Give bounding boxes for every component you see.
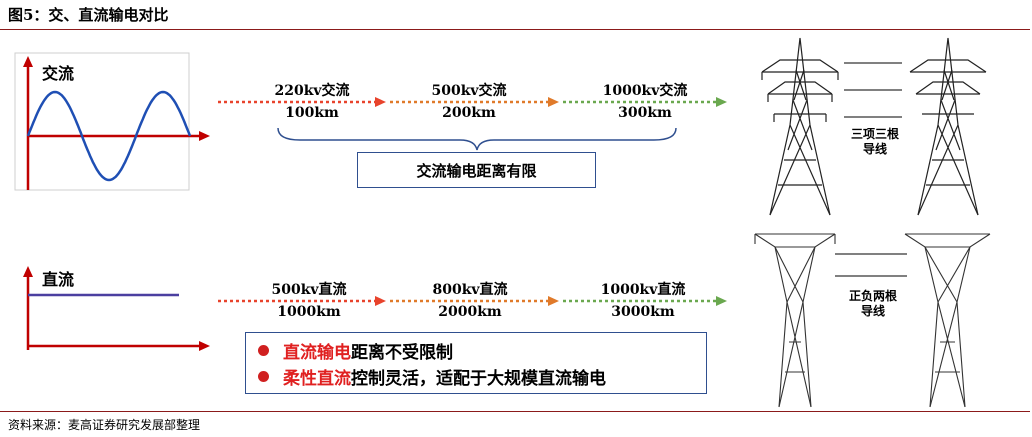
dc-tower-label-line2: 导线 xyxy=(860,304,885,318)
dc-tower-right-bg xyxy=(895,222,1005,410)
ac-panel-frame xyxy=(14,52,190,191)
dc-stage-2-distance: 2000km xyxy=(438,304,502,320)
dc-waveform xyxy=(23,266,210,351)
sine-wave xyxy=(26,90,192,182)
dc-stage-2: 800kv直流 2000km xyxy=(410,279,530,323)
dc-bullet-2-highlight: 柔性直流 xyxy=(283,368,351,389)
bullet-dot-icon xyxy=(258,370,269,382)
dc-features-box: 直流输电 距离不受限制 柔性直流 控制灵活，适配于大规模直流输电 xyxy=(245,332,707,394)
ac-tower-label-line2: 导线 xyxy=(862,142,887,156)
ac-tower-label-line1: 三项三根 xyxy=(850,127,899,141)
ac-stage-1: 220kv交流 100km xyxy=(252,80,372,124)
ac-stage-3: 1000kv交流 300km xyxy=(580,80,710,124)
ac-arrow-1-head xyxy=(375,97,386,107)
ac-waveform-panel xyxy=(14,52,210,191)
ac-stage-2-voltage: 500kv交流 xyxy=(431,83,507,99)
dc-bullet-1: 直流输电 距离不受限制 xyxy=(258,337,706,363)
ac-tower-photo xyxy=(740,30,1005,220)
dc-stage-1-distance: 1000km xyxy=(277,304,341,320)
ac-tower-right-icon xyxy=(909,37,987,216)
dc-x-axis-arrowhead xyxy=(199,341,210,351)
ac-tower-label: 三项三根 导线 xyxy=(840,127,910,157)
title-rule xyxy=(0,29,1030,30)
ac-conclusion-box: 交流输电距离有限 xyxy=(357,152,596,188)
ac-stage-3-voltage: 1000kv交流 xyxy=(602,83,688,99)
ac-tower-left-icon xyxy=(761,37,839,216)
dc-arrow-2-head xyxy=(548,296,559,306)
dc-arrow-chain xyxy=(218,296,727,306)
dc-stage-2-voltage: 800kv直流 xyxy=(432,282,508,298)
dc-bullet-1-text: 距离不受限制 xyxy=(351,342,453,363)
source-note: 资料来源：麦高证券研究发展部整理 xyxy=(8,418,201,432)
source-rule xyxy=(0,411,1030,412)
dc-tower-photo xyxy=(745,222,1005,410)
ac-conclusion-text: 交流输电距离有限 xyxy=(416,161,537,180)
ac-arrow-2-head xyxy=(548,97,559,107)
ac-stage-2-distance: 200km xyxy=(442,105,496,121)
curly-brace xyxy=(277,127,677,151)
dc-arrow-3-head xyxy=(716,296,727,306)
ac-stage-3-distance: 300km xyxy=(618,105,672,121)
ac-stage-1-distance: 100km xyxy=(285,105,339,121)
ac-label: 交流 xyxy=(42,64,75,83)
ac-brace xyxy=(277,127,677,151)
dc-tower-label-line1: 正负两根 xyxy=(848,289,897,303)
bullet-dot-icon xyxy=(258,344,269,356)
dc-label: 直流 xyxy=(42,270,75,289)
ac-stage-1-voltage: 220kv交流 xyxy=(274,83,350,99)
dc-tower-left-bg xyxy=(745,222,845,410)
dc-bullet-2-text: 控制灵活，适配于大规模直流输电 xyxy=(351,368,606,389)
ac-arrow-chain xyxy=(218,97,727,107)
ac-stage-2: 500kv交流 200km xyxy=(409,80,529,124)
ac-y-axis-arrowhead xyxy=(23,56,33,67)
dc-bullet-1-highlight: 直流输电 xyxy=(283,342,351,363)
dc-bullet-2: 柔性直流 控制灵活，适配于大规模直流输电 xyxy=(258,363,706,389)
dc-tower-label: 正负两根 导线 xyxy=(838,289,908,319)
dc-stage-3-distance: 3000km xyxy=(611,304,675,320)
dc-stage-1: 500kv直流 1000km xyxy=(249,279,369,323)
dc-arrow-1-head xyxy=(375,296,386,306)
dc-tower-right-icon xyxy=(904,233,991,408)
figure-title: 图5：交、直流输电对比 xyxy=(8,6,169,24)
dc-stage-3-voltage: 1000kv直流 xyxy=(600,282,686,298)
dc-stage-3: 1000kv直流 3000km xyxy=(578,279,708,323)
ac-x-axis-arrowhead xyxy=(199,131,210,141)
ac-tower-right-bg xyxy=(890,30,1005,220)
dc-y-axis-arrowhead xyxy=(23,266,33,277)
ac-arrow-3-head xyxy=(716,97,727,107)
dc-stage-1-voltage: 500kv直流 xyxy=(271,282,347,298)
dc-tower-left-icon xyxy=(754,233,836,408)
